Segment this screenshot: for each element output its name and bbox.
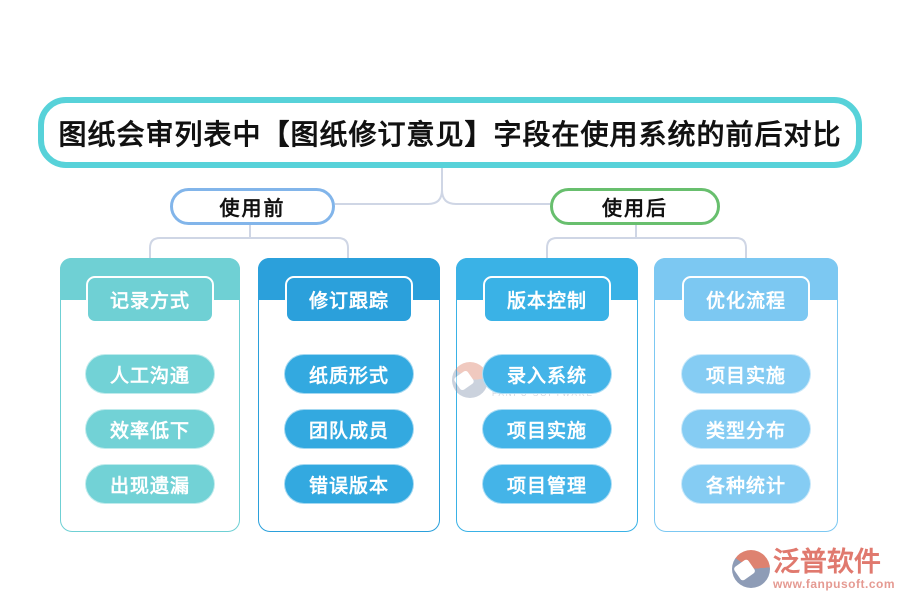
card-item-label: 项目实施	[705, 365, 786, 387]
card-revision-tracking: 修订跟踪 纸质形式 团队成员 错误版本	[258, 258, 440, 532]
card-process-optimization: 优化流程 项目实施 类型分布 各种统计	[654, 258, 838, 532]
card-header-label: 记录方式	[109, 291, 190, 312]
card-item-label: 各种统计	[705, 475, 786, 497]
card-item: 人工沟通	[85, 354, 215, 394]
diagram-title: 图纸会审列表中【图纸修订意见】字段在使用系统的前后对比	[58, 118, 842, 150]
fanpu-logo-icon	[731, 550, 770, 588]
card-record-method: 记录方式 人工沟通 效率低下 出现遗漏	[60, 258, 240, 532]
logo-website-url: www.fanpusoft.com	[772, 577, 895, 591]
card-header: 记录方式	[86, 276, 214, 323]
card-header-label: 优化流程	[705, 291, 786, 312]
card-item: 纸质形式	[284, 354, 414, 394]
card-header-label: 修订跟踪	[308, 291, 389, 312]
card-item-label: 错误版本	[308, 475, 389, 497]
card-item-label: 项目实施	[506, 420, 587, 442]
card-item: 团队成员	[284, 409, 414, 449]
card-item: 项目实施	[482, 409, 612, 449]
card-item-label: 纸质形式	[308, 365, 389, 387]
card-item: 错误版本	[284, 464, 414, 504]
card-header: 优化流程	[682, 276, 810, 323]
card-header: 版本控制	[483, 276, 611, 323]
card-header-label: 版本控制	[506, 291, 587, 312]
card-item-label: 出现遗漏	[109, 475, 190, 497]
card-item-label: 团队成员	[308, 420, 389, 442]
card-header: 修订跟踪	[285, 276, 413, 323]
card-item-label: 类型分布	[705, 420, 786, 442]
branch-before-pill: 使用前	[170, 188, 335, 225]
card-item: 项目管理	[482, 464, 612, 504]
card-item-label: 项目管理	[506, 475, 587, 497]
card-version-control: 版本控制 录入系统 项目实施 项目管理	[456, 258, 638, 532]
fanpu-logo: 泛普软件 www.fanpusoft.com	[731, 547, 895, 591]
branch-before-label: 使用前	[219, 198, 286, 220]
card-item: 类型分布	[681, 409, 811, 449]
card-item-label: 效率低下	[109, 420, 190, 442]
branch-after-pill: 使用后	[550, 188, 720, 225]
branch-after-label: 使用后	[602, 198, 668, 220]
card-item: 项目实施	[681, 354, 811, 394]
card-item: 录入系统	[482, 354, 612, 394]
card-item: 各种统计	[681, 464, 811, 504]
logo-brand-name: 泛普软件	[772, 547, 881, 577]
card-item-label: 人工沟通	[109, 365, 190, 387]
diagram-title-box: 图纸会审列表中【图纸修订意见】字段在使用系统的前后对比	[38, 97, 862, 168]
card-item: 效率低下	[85, 409, 215, 449]
card-item: 出现遗漏	[85, 464, 215, 504]
card-item-label: 录入系统	[506, 365, 587, 387]
